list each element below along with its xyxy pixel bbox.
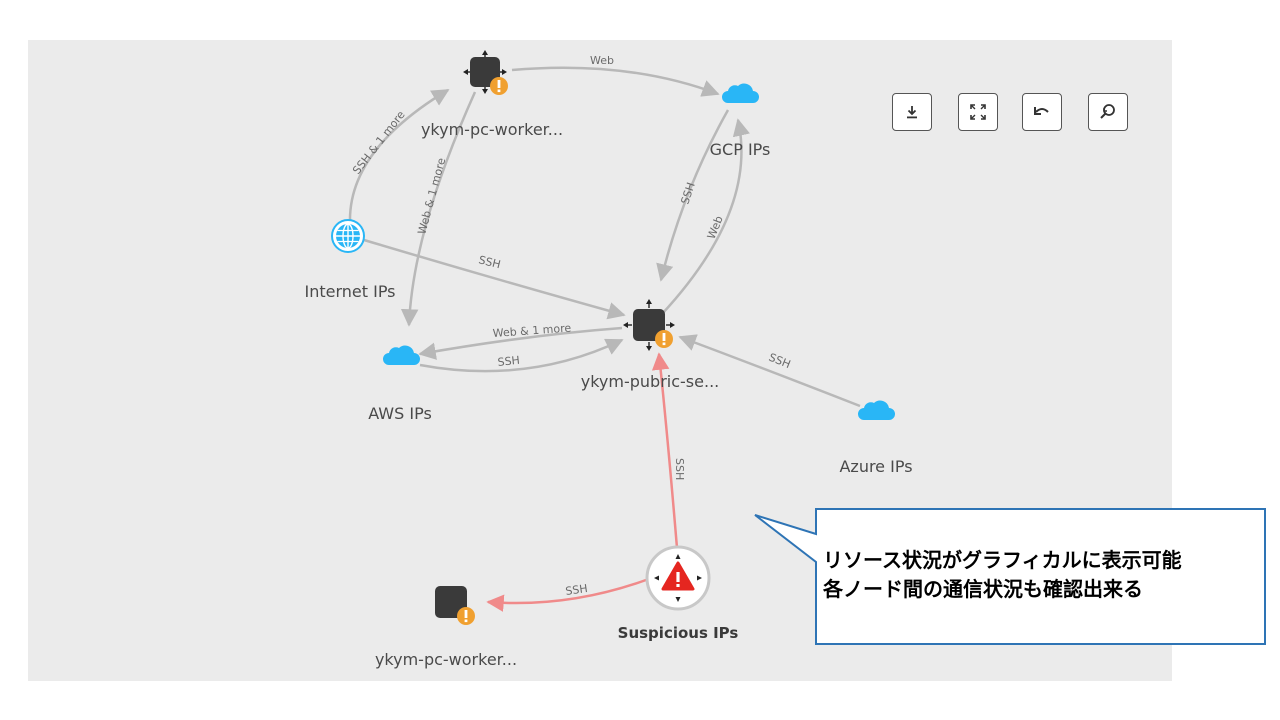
alert-badge-icon <box>490 77 508 95</box>
edge-worker-to-gcp[interactable] <box>511 66 720 97</box>
node-worker-bottom[interactable] <box>435 586 475 625</box>
node-label-public-server: ykym-pubric-se... <box>580 372 720 391</box>
callout-line-1: リソース状況がグラフィカルに表示可能 <box>823 548 1182 572</box>
network-graph-canvas[interactable]: Web SSH & 1 more Web & 1 more SSH Web SS… <box>28 40 1172 681</box>
edge-label: SSH <box>565 582 589 598</box>
server-icon <box>470 57 500 87</box>
fit-screen-button[interactable] <box>958 93 998 131</box>
node-label-internet: Internet IPs <box>304 282 396 301</box>
alert-badge-icon <box>457 607 475 625</box>
move-arrows-icon <box>654 554 702 602</box>
network-graph: Web SSH & 1 more Web & 1 more SSH Web SS… <box>331 50 895 625</box>
edge-label: Web & 1 more <box>492 322 571 340</box>
edge-internet-to-server[interactable] <box>363 238 626 320</box>
move-arrows-icon <box>623 299 675 351</box>
edge-gcp-to-server[interactable] <box>656 109 730 282</box>
undo-button[interactable] <box>1022 93 1062 131</box>
edge-suspicious-to-server[interactable] <box>651 352 679 549</box>
callout-line-2: 各ノード間の通信状況も確認出来る <box>823 577 1143 601</box>
node-worker-top[interactable] <box>463 50 508 95</box>
alert-badge-icon <box>655 330 673 348</box>
edge-suspicious-to-worker[interactable] <box>486 578 647 612</box>
download-button[interactable] <box>892 93 932 131</box>
node-public-server[interactable] <box>623 299 675 351</box>
edge-internet-to-worker[interactable] <box>348 88 450 224</box>
node-label-gcp: GCP IPs <box>709 140 771 159</box>
node-suspicious[interactable] <box>645 545 711 611</box>
download-icon <box>907 106 917 119</box>
edge-label: Web <box>590 54 614 67</box>
edge-label: SSH <box>673 458 686 480</box>
node-label-aws: AWS IPs <box>368 404 432 423</box>
warning-icon <box>661 561 695 591</box>
fit-screen-icon <box>970 104 986 120</box>
undo-icon <box>1034 107 1049 115</box>
edge-aws-to-server[interactable] <box>419 338 624 373</box>
callout-text: リソース状況がグラフィカルに表示可能 各ノード間の通信状況も確認出来る <box>823 546 1253 604</box>
node-label-worker-top: ykym-pc-worker... <box>420 120 564 139</box>
zoom-reset-icon <box>1100 104 1115 119</box>
edge-server-to-aws[interactable] <box>418 326 623 360</box>
server-icon <box>633 309 665 341</box>
zoom-reset-button[interactable] <box>1088 93 1128 131</box>
edge-label: SSH <box>477 253 502 271</box>
edge-azure-to-server[interactable] <box>678 334 861 408</box>
edge-worker-to-aws[interactable] <box>400 91 477 327</box>
node-label-worker-bottom: ykym-pc-worker... <box>374 650 518 669</box>
globe-icon <box>331 219 365 253</box>
node-internet[interactable] <box>331 219 365 253</box>
edge-label: SSH <box>497 354 520 369</box>
node-label-azure: Azure IPs <box>839 457 913 476</box>
server-icon <box>435 586 467 618</box>
edge-server-to-gcp[interactable] <box>661 118 750 315</box>
node-label-suspicious: Suspicious IPs <box>617 624 739 642</box>
